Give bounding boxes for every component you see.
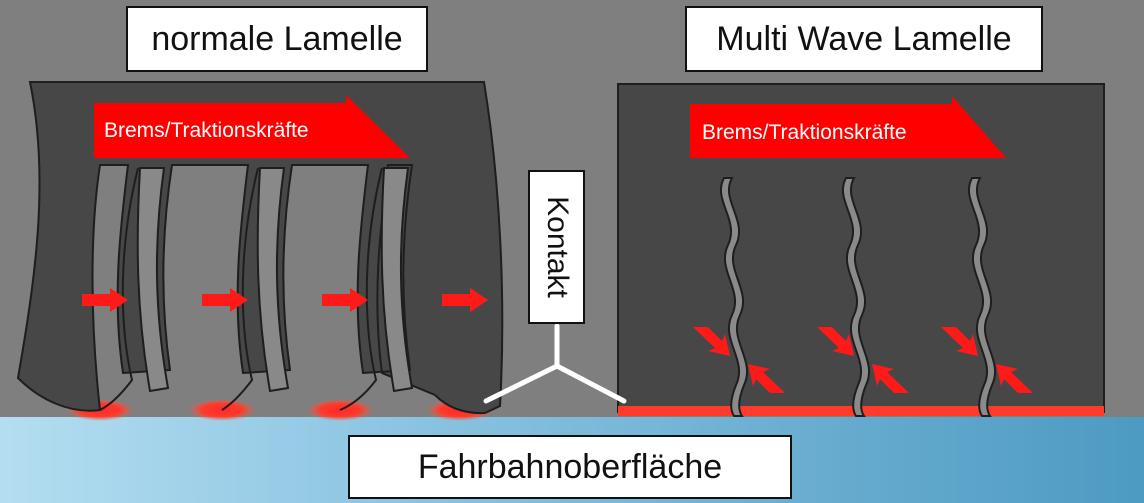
sipe-slot <box>256 167 290 393</box>
force-label-left: Brems/Traktionskräfte <box>104 119 309 142</box>
force-arrow-left <box>94 95 410 158</box>
contact-label: Kontakt <box>528 170 585 324</box>
road-surface-label-text: Fahrbahnoberfläche <box>417 447 723 486</box>
sipe-slot <box>136 167 170 393</box>
title-multi-wave-sipe: Multi Wave Lamelle <box>685 6 1043 72</box>
small-force-arrows-normal <box>82 288 488 312</box>
wave-sipe <box>967 177 997 417</box>
force-arrow-right <box>690 96 1006 158</box>
force-label-right: Brems/Traktionskräfte <box>702 121 907 144</box>
title-multi-wave-sipe-text: Multi Wave Lamelle <box>716 19 1012 58</box>
wave-sipe <box>841 177 871 417</box>
contact-label-text: Kontakt <box>540 196 574 298</box>
title-normal-sipe: normale Lamelle <box>126 6 428 72</box>
road-surface-label: Fahrbahnoberfläche <box>348 435 792 499</box>
normal-tread-block <box>16 81 504 415</box>
wave-sipe <box>719 177 749 417</box>
title-normal-sipe-text: normale Lamelle <box>151 19 403 58</box>
contact-pointer <box>483 323 627 404</box>
sipe-slot <box>380 167 414 393</box>
small-force-arrows-wave <box>693 327 1033 393</box>
